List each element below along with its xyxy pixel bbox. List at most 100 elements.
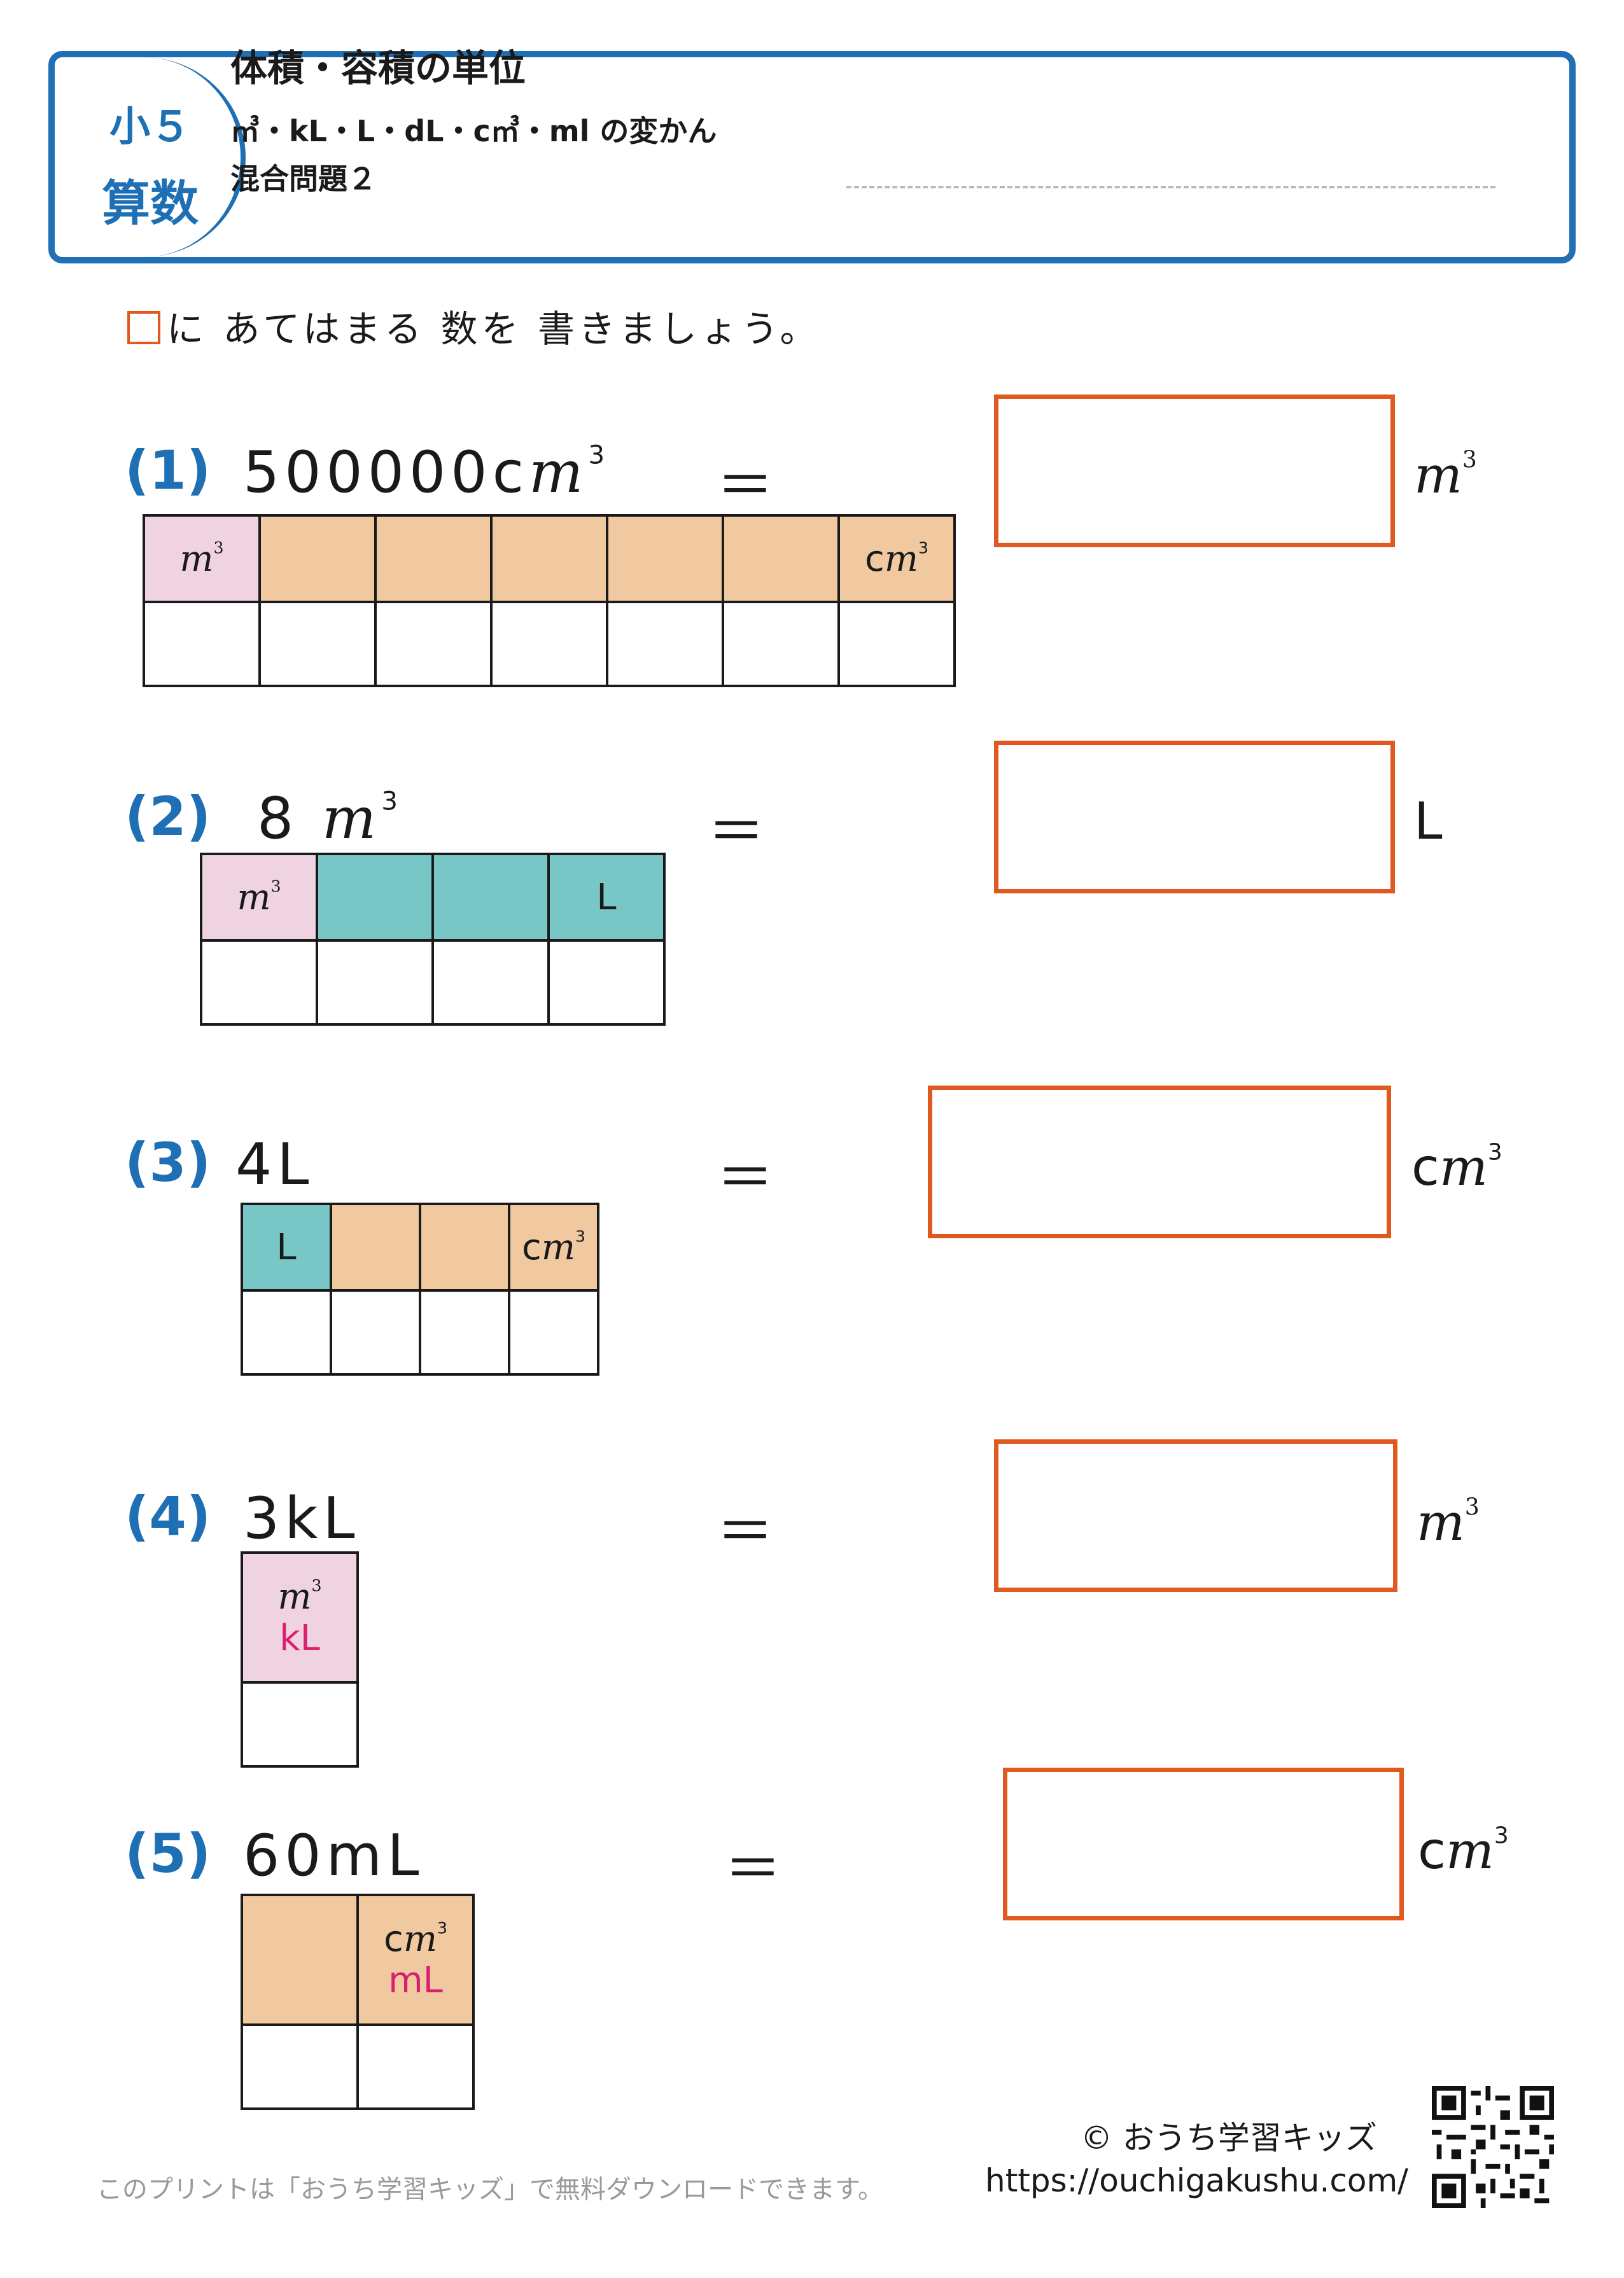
unit-m: m xyxy=(1439,1138,1488,1197)
input-cell[interactable] xyxy=(431,939,550,1026)
input-cell[interactable] xyxy=(241,1289,332,1376)
unit-c: c xyxy=(1418,1821,1446,1880)
header-cell: L xyxy=(547,853,666,942)
input-cell[interactable] xyxy=(490,601,608,687)
problem-1-qty-cube: 3 xyxy=(588,439,610,470)
cell-unit: m xyxy=(541,1226,575,1268)
worksheet-header: 小５ 算数 xyxy=(48,51,1576,263)
input-cell[interactable] xyxy=(508,1289,599,1376)
cell-c: c xyxy=(384,1918,403,1960)
header-cell xyxy=(606,514,724,603)
footer-note: このプリントは「おうち学習キッズ」で無料ダウンロードできます。 xyxy=(97,2175,883,2204)
input-cell[interactable] xyxy=(374,601,493,687)
cell-kl: kL xyxy=(279,1618,320,1659)
header-cell xyxy=(419,1203,510,1292)
problem-2-place-value-table: m3 L xyxy=(200,853,666,1026)
header-cell xyxy=(431,853,550,942)
header-cell: m3 kL xyxy=(241,1551,359,1684)
header-cell xyxy=(330,1203,421,1292)
cell-cube: 3 xyxy=(270,876,281,895)
input-cell[interactable] xyxy=(356,2023,475,2110)
header-cell: m3 xyxy=(200,853,318,942)
problem-3-number: (3) xyxy=(125,1131,211,1194)
input-cell[interactable] xyxy=(330,1289,421,1376)
input-cell[interactable] xyxy=(722,601,840,687)
header-cell: cm3 xyxy=(508,1203,599,1292)
problem-1-answer-box[interactable] xyxy=(994,395,1395,547)
input-cell[interactable] xyxy=(547,939,666,1026)
cell-cube: 3 xyxy=(437,1918,447,1938)
cell-unit: m xyxy=(884,538,918,580)
problem-3-answer-box[interactable] xyxy=(928,1086,1391,1238)
input-cell[interactable] xyxy=(241,2023,359,2110)
header-cell xyxy=(316,853,434,942)
cell-unit: m xyxy=(403,1918,437,1960)
header-cell xyxy=(490,514,608,603)
cell-unit: m xyxy=(179,538,214,580)
problem-5-equals: ＝ xyxy=(724,1836,781,1903)
problem-4-place-value-table: m3 kL xyxy=(241,1551,359,1768)
qr-code-icon[interactable] xyxy=(1432,2086,1554,2208)
input-cell[interactable] xyxy=(419,1289,510,1376)
header-cell xyxy=(722,514,840,603)
cell-cube: 3 xyxy=(918,538,928,557)
subject-label: 算数 xyxy=(102,175,199,232)
cell-cube: 3 xyxy=(213,538,224,557)
problem-1-qty-unit: m xyxy=(529,439,589,506)
cell-cube: 3 xyxy=(311,1576,322,1595)
input-cell[interactable] xyxy=(241,1681,359,1768)
grade-label: 小５ xyxy=(109,104,191,151)
problem-2-qty-text: 8 xyxy=(257,785,299,852)
worksheet-title: 体積・容積の単位 xyxy=(230,46,526,90)
problem-5-answer-box[interactable] xyxy=(1003,1768,1404,1920)
header-cell xyxy=(241,1894,359,2026)
cell-ml: mL xyxy=(388,1960,443,2001)
input-cell[interactable] xyxy=(316,939,434,1026)
cell-c: c xyxy=(865,538,885,580)
problem-1-equals: ＝ xyxy=(717,452,774,519)
problem-4-quantity: 3kL xyxy=(243,1485,360,1552)
problem-2-answer-unit: L xyxy=(1414,792,1443,851)
unit-cube: 3 xyxy=(1464,1494,1480,1521)
problem-1-qty-text: 500000c xyxy=(243,439,529,506)
instruction-text: に あてはまる 数を 書きましょう。 xyxy=(167,307,821,351)
unit-m: m xyxy=(1417,1493,1465,1552)
header-cell: cm3 xyxy=(837,514,956,603)
unit-m: m xyxy=(1414,445,1462,505)
header-cell: cm3 mL xyxy=(356,1894,475,2026)
problem-1-quantity: 500000cm3 xyxy=(243,439,610,506)
problem-1-number: (1) xyxy=(125,439,211,501)
problem-4-number: (4) xyxy=(125,1485,211,1548)
worksheet-subtitle-2: 混合問題２ xyxy=(230,162,377,196)
problem-3-answer-unit: cm3 xyxy=(1411,1138,1502,1197)
problem-5-quantity: 60mL xyxy=(243,1822,424,1889)
unit-cube: 3 xyxy=(1462,447,1477,473)
cell-unit: m xyxy=(277,1576,312,1618)
problem-4-answer-box[interactable] xyxy=(994,1439,1397,1592)
problem-1-place-value-table: m3 cm3 xyxy=(143,514,956,687)
input-cell[interactable] xyxy=(837,601,956,687)
header-cell: m3 xyxy=(143,514,261,603)
problem-3-quantity: 4L xyxy=(235,1131,314,1198)
unit-m: m xyxy=(1445,1821,1494,1880)
problem-4-answer-unit: m3 xyxy=(1417,1493,1480,1552)
input-cell[interactable] xyxy=(606,601,724,687)
problem-3-equals: ＝ xyxy=(717,1145,774,1212)
unit-cube: 3 xyxy=(1487,1139,1502,1166)
problem-2-answer-box[interactable] xyxy=(994,741,1395,893)
site-url[interactable]: https://ouchigakushu.com/ xyxy=(985,2162,1409,2199)
problem-2-quantity: 8 m3 xyxy=(257,785,403,852)
problem-1-answer-unit: m3 xyxy=(1414,445,1477,505)
problem-2-qty-unit: m xyxy=(321,785,382,852)
input-cell[interactable] xyxy=(200,939,318,1026)
cell-c: c xyxy=(522,1226,542,1268)
copyright: © おうち学習キッズ xyxy=(1081,2120,1377,2156)
worksheet-subtitle: ㎥・kL・L・dL・c㎥・ml の変かん xyxy=(230,114,717,148)
input-cell[interactable] xyxy=(258,601,377,687)
header-cell: L xyxy=(241,1203,332,1292)
blank-box-icon xyxy=(127,311,160,344)
problem-5-place-value-table: cm3 mL xyxy=(241,1894,475,2110)
problem-5-number: (5) xyxy=(125,1822,211,1885)
unit-cube: 3 xyxy=(1494,1822,1509,1849)
input-cell[interactable] xyxy=(143,601,261,687)
